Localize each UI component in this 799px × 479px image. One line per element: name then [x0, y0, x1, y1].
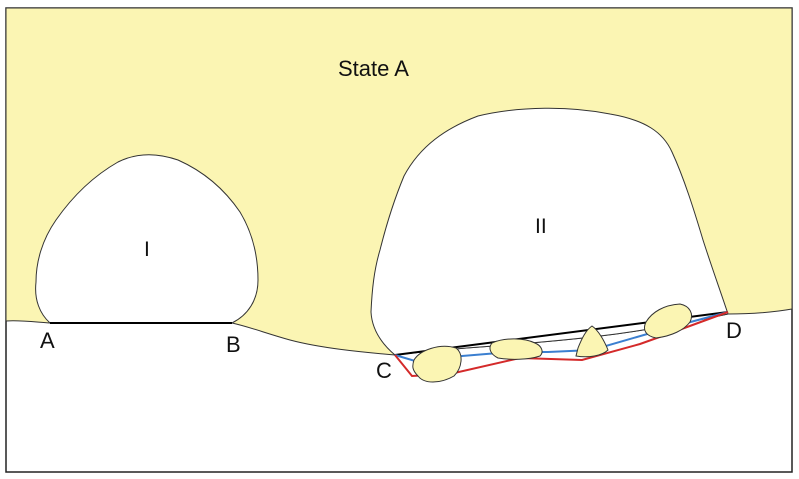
cavity-one-label: I — [144, 238, 150, 261]
point-b-label: B — [226, 332, 241, 357]
debris-block-1 — [412, 345, 462, 383]
point-c-label: C — [376, 358, 392, 383]
point-a-label: A — [40, 328, 55, 353]
diagram-title: State A — [338, 56, 409, 81]
cavity-two-label: II — [535, 215, 547, 238]
cavity-one — [35, 154, 259, 324]
cavity-two — [370, 107, 729, 356]
debris-block-3 — [575, 325, 609, 358]
debris-block-2 — [489, 338, 543, 360]
point-d-label: D — [726, 318, 742, 343]
debris-block-4 — [643, 303, 693, 339]
